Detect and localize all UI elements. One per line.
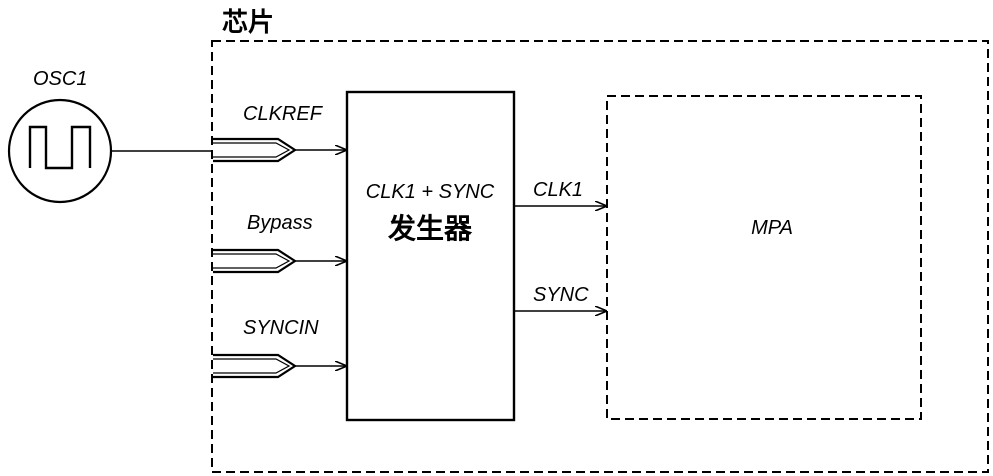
square-wave-icon [28, 125, 92, 170]
input-label-syncin: SYNCIN [243, 317, 319, 339]
oscillator-osc1: OSC1 [7, 68, 113, 204]
clk-sync-generator-block: CLK1 + SYNC 发生器 [345, 90, 516, 422]
output-label-clk1: CLK1 [533, 179, 583, 201]
mpa-block: MPA [606, 95, 922, 420]
generator-label-line2: 发生器 [387, 212, 473, 245]
oscillator-label: OSC1 [33, 68, 87, 90]
oscillator-circle [7, 98, 113, 204]
input-label-bypass: Bypass [247, 212, 313, 234]
input-pad-syncin: SYNCIN [213, 317, 319, 379]
input-pad-clkref: CLKREF [213, 103, 324, 163]
input-label-clkref: CLKREF [243, 103, 324, 125]
chip-boundary [211, 40, 989, 473]
generator-label-line1: CLK1 + SYNC [366, 181, 495, 203]
input-pad-bypass: Bypass [213, 212, 313, 274]
mpa-label: MPA [751, 217, 793, 239]
output-label-sync: SYNC [533, 284, 589, 306]
chip-title: 芯片 [222, 8, 274, 38]
